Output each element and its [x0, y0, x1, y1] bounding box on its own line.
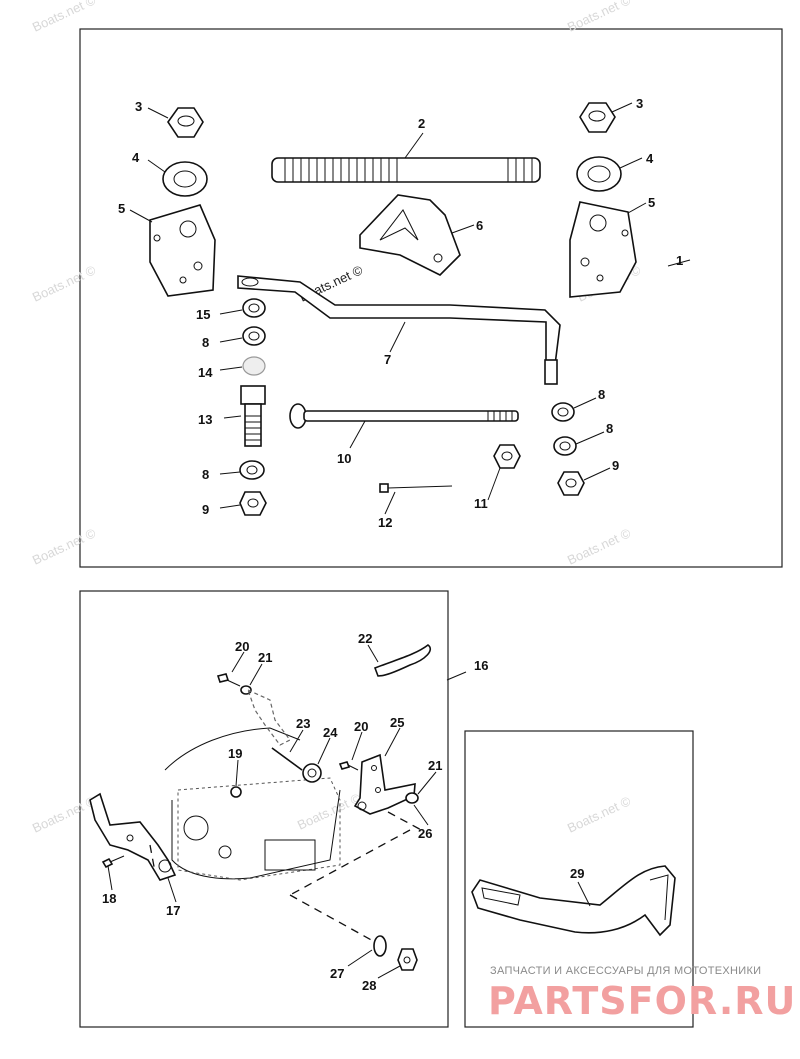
callout-number: 2 — [418, 116, 425, 131]
callout-number: 3 — [135, 99, 142, 114]
washer-part — [373, 935, 387, 957]
long-pin-part — [289, 403, 519, 429]
callout-number: 5 — [648, 195, 655, 210]
upper-panel-frame — [79, 28, 783, 568]
watermark: Boats.net © — [30, 793, 98, 836]
brand-tagline: ЗАПЧАСТИ И АКСЕССУАРЫ ДЛЯ МОТОТЕХНИКИ — [490, 965, 761, 977]
callout-number: 16 — [474, 658, 488, 673]
callout-number: 18 — [102, 891, 116, 906]
hex-nut-part — [579, 102, 616, 133]
callout-number: 13 — [198, 412, 212, 427]
threaded-rod-part — [271, 157, 541, 183]
callout-number: 28 — [362, 978, 376, 993]
callout-number: 29 — [570, 866, 584, 881]
callout-number: 8 — [202, 467, 209, 482]
callout-number: 27 — [330, 966, 344, 981]
callout-number: 21 — [428, 758, 442, 773]
screw-part — [338, 761, 359, 771]
washer-part — [162, 161, 208, 197]
callout-number: 20 — [354, 719, 368, 734]
callout-number: 3 — [636, 96, 643, 111]
leader-line — [577, 881, 591, 907]
callouts-upper: 1 2 3 3 4 4 5 5 6 7 8 8 8 8 9 9 10 11 12… — [118, 96, 683, 530]
arm-link-part — [246, 688, 291, 746]
callout-number: 4 — [132, 150, 140, 165]
lever-part — [237, 275, 561, 385]
washer-part — [239, 460, 265, 480]
nut-part — [397, 948, 418, 971]
assembly-dash-lines — [149, 811, 426, 943]
link-plate-part — [359, 194, 461, 276]
engine-housing-sketch — [164, 727, 341, 881]
screw-part — [230, 786, 242, 798]
bracket-left-part — [149, 204, 216, 297]
cable-tie-part — [379, 483, 453, 493]
screw-part — [101, 855, 125, 869]
callout-number: 20 — [235, 639, 249, 654]
tiller-handle-part — [471, 865, 676, 937]
callout-number: 8 — [598, 387, 605, 402]
callout-number: 11 — [474, 496, 488, 511]
callout-number: 5 — [118, 201, 125, 216]
bolt-part — [240, 385, 266, 447]
spring-clip-part — [373, 644, 432, 677]
callout-number: 17 — [166, 903, 180, 918]
callout-number: 7 — [384, 352, 391, 367]
site-branding: ЗАПЧАСТИ И АКСЕССУАРЫ ДЛЯ МОТОТЕХНИКИ PA… — [488, 965, 796, 1023]
leader-lines-upper — [129, 102, 691, 515]
lower-left-panel-frame — [79, 590, 449, 1028]
washer-part — [553, 436, 577, 456]
callouts-lower: 16 17 18 19 20 20 21 21 22 23 24 25 26 2… — [102, 631, 488, 993]
lock-nut-part — [557, 471, 585, 496]
washer-part — [242, 298, 266, 318]
hex-nut-part — [167, 107, 204, 138]
lock-nut-part — [239, 491, 267, 516]
screw-part — [216, 673, 241, 687]
callout-number: 4 — [646, 151, 654, 166]
watermark: Boats.net © — [30, 525, 98, 568]
callout-number: 26 — [418, 826, 432, 841]
bracket-right-part — [569, 201, 637, 298]
washer-part — [576, 156, 622, 192]
callout-number: 19 — [228, 746, 242, 761]
callout-number: 22 — [358, 631, 372, 646]
washer-part — [551, 402, 575, 422]
nut-part — [302, 763, 322, 783]
callout-number: 25 — [390, 715, 404, 730]
callout-number: 15 — [196, 307, 210, 322]
callout-number: 8 — [606, 421, 613, 436]
nut-part — [493, 444, 521, 469]
brand-logo: PARTSFOR.RU — [488, 979, 796, 1023]
callout-number: 10 — [337, 451, 351, 466]
callout-number: 8 — [202, 335, 209, 350]
callout-number: 1 — [676, 253, 683, 268]
screw-part — [271, 747, 303, 771]
bushing-part — [242, 356, 266, 376]
callout-number: 6 — [476, 218, 483, 233]
callout-number: 12 — [378, 515, 392, 530]
callout-number: 23 — [296, 716, 310, 731]
callout-number: 24 — [323, 725, 338, 740]
shift-bracket-part — [353, 753, 416, 815]
lower-right-panel-frame — [464, 730, 694, 1028]
watermark: Boats.net © — [565, 793, 633, 836]
washer-part — [405, 792, 419, 804]
control-bracket-part — [89, 792, 177, 881]
callout-number: 21 — [258, 650, 272, 665]
leader-lines-lower — [107, 644, 467, 979]
callout-number: 9 — [612, 458, 619, 473]
watermark: Boats.net © — [30, 262, 98, 305]
callout-number: 9 — [202, 502, 209, 517]
watermark: Boats.net © — [295, 790, 363, 833]
washer-part — [242, 326, 266, 346]
watermark: Boats.net © — [565, 525, 633, 568]
callout-number: 14 — [198, 365, 213, 380]
